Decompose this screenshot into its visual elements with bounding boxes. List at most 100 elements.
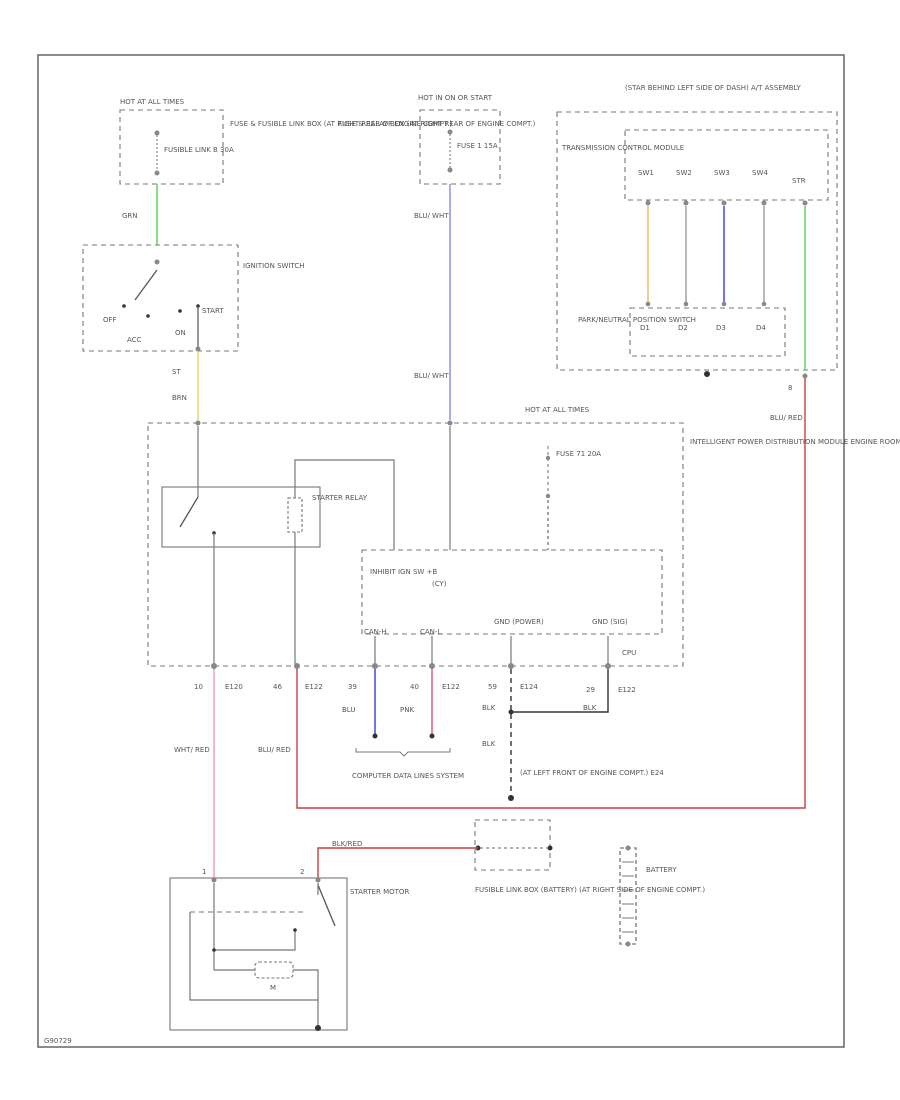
starter-motor-box [169,877,348,1031]
motor-pin-1-label: 1 [202,868,206,876]
pin-e122-40 [429,663,435,669]
ignition-on-label: ON [175,329,186,337]
pin-label-e124: E124 [520,683,538,691]
footer-code: G90729 [44,1037,72,1045]
motor-coil-end [293,928,297,932]
st-label: ST [172,368,181,376]
starter-relay-label: STARTER RELAY [312,494,368,502]
pin-label-10: 10 [194,683,203,691]
diagram-frame [37,54,845,1048]
motor-return-wire [293,969,319,1028]
blu-wht-label-1: BLU/ WHT [414,212,449,220]
tcm-box [624,129,829,201]
ipdm-box [147,422,684,667]
pin-e122-39 [372,663,378,669]
can-l-end [429,733,435,739]
blk-red-wire [317,847,478,878]
ground-point-e24 [508,795,514,801]
wht-red-label: WHT/ RED [174,746,210,754]
solenoid-contact [317,884,336,927]
d4-pin [761,301,767,307]
motor-frame-wire [189,912,318,1001]
motor-m-label: M [270,984,276,992]
gnd-sig-wire [511,669,609,713]
pnp-switch-label: PARK/NEUTRAL POSITION SWITCH [578,316,696,324]
motor-coil-loop [214,930,296,951]
fusible-link-label: FUSIBLE LINK B 30A [164,146,234,154]
pin-e120-10 [211,663,217,669]
battery-label: BATTERY [646,866,677,874]
can-system-label: COMPUTER DATA LINES SYSTEM [352,772,464,780]
blu-red-right-label: BLU/ RED [770,414,803,422]
ipdm-label: INTELLIGENT POWER DISTRIBUTION MODULE EN… [690,438,900,446]
ig-fuse-label: FUSE 1 15A [457,142,498,150]
gnd-sig-label: GND (SIG) [592,618,628,626]
pin-8-label: 8 [788,384,792,392]
contact-on [178,309,182,313]
d1-pin [645,301,651,307]
starter-relay-box [161,486,321,548]
sw4-pin [761,200,767,206]
sw2-pin [683,200,689,206]
battery-negative [625,941,631,947]
pnk-label: PNK [400,706,414,714]
at-assembly-box [556,111,838,371]
fusible-link-box-label: FUSIBLE LINK BOX (BATTERY) (AT RIGHT SID… [475,886,705,894]
battery-fusible-link-right [547,845,553,851]
ipdm-hot-label: HOT AT ALL TIMES [525,406,590,414]
ipdm-ign-pin [447,420,453,426]
motor-pin-1 [211,877,217,883]
starter-motor-label: STARTER MOTOR [350,888,409,896]
tcm-header-label: (STAR BEHIND LEFT SIDE OF DASH) A/T ASSE… [625,84,802,92]
ipdm-fuse-bottom [545,493,551,499]
sw3-label: SW3 [714,169,730,177]
blu-red-left-label: BLU/ RED [258,746,291,754]
fuse-box-1-label: FUSE & FUSIBLE LINK BOX (AT RIGHT REAR O… [230,120,453,128]
pnp-switch-box [629,307,786,357]
cpu-line-1: INHIBIT IGN SW +B [370,568,437,576]
pin-e122-46 [294,663,300,669]
ig-fuse-top-pin [447,129,453,135]
gnd-power-label: GND (POWER) [494,618,544,626]
cpu-box [361,549,663,635]
str-label: STR [792,177,806,185]
pin-e124-59 [508,663,514,669]
motor-armature [254,961,294,979]
ig-fuse-box [419,109,501,185]
can-l-label: CAN-L [420,628,441,636]
ignition-acc-label: ACC [127,336,142,344]
pin-label-e122-c: E122 [618,686,636,694]
brn-label: BRN [172,394,187,402]
cpu-label: CPU [622,649,636,657]
blk-label-1: BLK [482,704,496,712]
ignition-start-label: START [202,307,224,315]
motor-pin-2 [315,877,321,883]
ignition-st-pin [195,346,201,352]
ignition-switch-lever [134,269,158,301]
str-pin [802,200,808,206]
d3-pin [721,301,727,307]
pin-label-59: 59 [488,683,497,691]
can-h-label: CAN-H [364,628,387,636]
d2-label: D2 [678,324,688,332]
fusible-link-top-pin [154,130,160,136]
ipdm-st-pin [195,420,201,426]
motor-pin-2-label: 2 [300,868,304,876]
sw3-pin [721,200,727,206]
pnp-ground-point [704,371,710,377]
d2-pin [683,301,689,307]
battery-fusible-link-box [474,819,551,871]
pin-label-46: 46 [273,683,282,691]
pin-e122-29 [605,663,611,669]
relay-coil-wire [294,459,395,550]
ignition-switch-box [82,244,239,352]
ipdm-fuse-top [545,455,551,461]
fusible-link-box [119,109,224,185]
blk-label-2: BLK [583,704,597,712]
pin-label-29: 29 [586,686,595,694]
sw4-label: SW4 [752,169,768,177]
ignition-off-label: OFF [103,316,117,324]
tcm-label: TRANSMISSION CONTROL MODULE [561,144,684,152]
can-h-end [372,733,378,739]
